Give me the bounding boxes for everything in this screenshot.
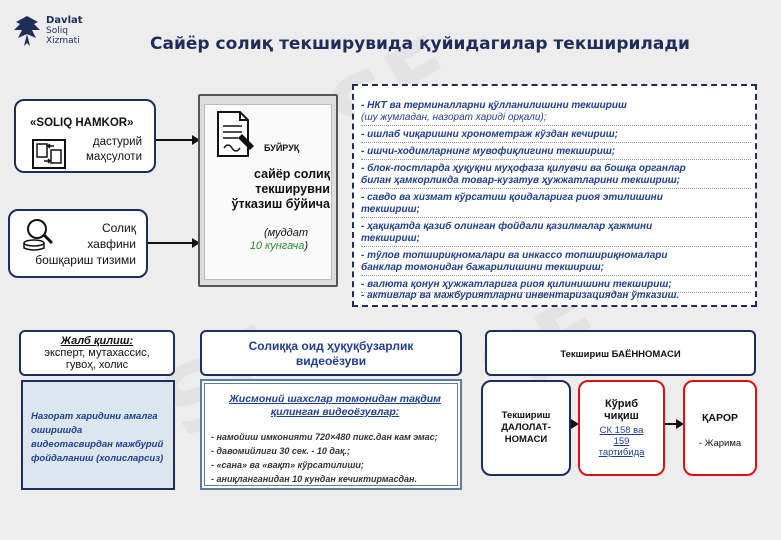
buyruq-text: сайёр солиқ текширувни ўтказиш бўйича xyxy=(208,167,330,212)
logo-text: Davlat Soliq Xizmati xyxy=(46,15,83,47)
file-transfer-icon xyxy=(32,139,66,169)
qaror-box: ҚАРОР - Жарима xyxy=(683,380,757,476)
divider xyxy=(361,217,751,218)
dalolat-line-1: Текшириш xyxy=(501,410,551,421)
checklist-item-cont: банклар томонидан бажарилишини текшириш; xyxy=(361,262,604,273)
muddat-close: ) xyxy=(304,240,308,252)
jalb-body-line: видеотасвирдан мажбурий xyxy=(31,439,164,450)
jalb-line-3: гувоҳ, холис xyxy=(65,359,129,371)
video-subheading: Жисмоний шахслар томонидан тақдим қилинг… xyxy=(211,393,459,419)
arrow-line xyxy=(156,139,193,141)
checklist-item: - блок-постларда ҳуқуқни муҳофаза қилувч… xyxy=(361,163,686,174)
checklist-item: - ҳақиқатда қазиб олинган фойдали қазилм… xyxy=(361,221,653,232)
divider xyxy=(361,292,751,293)
dalolatnoma-box: Текшириш ДАЛОЛАТ- НОМАСИ xyxy=(481,380,571,476)
buyruq-muddat: (муддат 10 кунгача) xyxy=(208,227,308,253)
korib-chiqish-box: Кўриб чиқиш СК 158 ва 159 тартибида xyxy=(578,380,665,476)
xavf-line-1: Солиқ xyxy=(101,221,136,235)
checklist-item-cont: билан ҳамкорликда товар-кузатув ҳужжатла… xyxy=(361,175,680,186)
video-subheading-line-1: Жисмоний шахслар томонидан тақдим xyxy=(229,393,441,405)
document-signature-icon xyxy=(217,111,254,157)
buyruq-line-1: сайёр солиқ xyxy=(254,167,330,181)
divider xyxy=(361,246,751,247)
hamkor-name: «SOLIQ HAMKOR» xyxy=(30,117,134,129)
logo: Davlat Soliq Xizmati xyxy=(10,12,100,56)
checklist-item: - ишлаб чиқаришни хронометраж кўздан кеч… xyxy=(361,129,618,140)
korib-link-3[interactable]: тартибида xyxy=(598,447,645,458)
korib-link[interactable]: СК 158 ва 159 тартибида xyxy=(580,425,663,458)
korib-line-1: Кўриб xyxy=(604,398,639,410)
hamkor-line-3: маҳсулоти xyxy=(86,151,142,163)
qaror-title: ҚАРОР xyxy=(701,412,739,424)
divider xyxy=(361,275,751,276)
jalb-body-line: фойдаланиш (холисларсиз) xyxy=(31,453,164,464)
buyruq-line-2: текширувни xyxy=(255,182,330,196)
jalb-header: Жалб қилиш: эксперт, мутахассис, гувоҳ, … xyxy=(19,330,175,376)
soliq-xavf-box: Солиқ хавфини бошқариш тизими xyxy=(8,209,148,278)
xavf-line-3: бошқариш тизими xyxy=(35,253,136,267)
divider xyxy=(361,159,751,160)
divider xyxy=(361,142,751,143)
logo-line-2: Soliq xyxy=(46,26,68,36)
checklist-item: - тўлов топшириқномалари ва инкассо топш… xyxy=(361,250,668,261)
video-item: - намойиш имконияти 720×480 пикс.дан кам… xyxy=(211,432,438,442)
eagle-logo-icon xyxy=(14,16,40,46)
muddat-days: 10 кунгача xyxy=(249,240,305,252)
jalb-title: Жалб қилиш: xyxy=(60,335,134,347)
bayonnoma-header: Текшириш БАЁННОМАСИ xyxy=(485,330,756,376)
checklist-item-cont: текшириш; xyxy=(361,204,420,215)
muddat-line-1: (муддат xyxy=(263,227,308,239)
video-header-line-2: видеоёзуви xyxy=(295,354,367,368)
logo-line-1: Davlat xyxy=(46,15,83,26)
korib-link-1[interactable]: СК 158 ва xyxy=(599,425,644,436)
buyruq-label: БУЙРУҚ xyxy=(264,143,300,153)
database-search-icon xyxy=(23,219,54,251)
dalolat-line-2: ДАЛОЛАТ- xyxy=(501,422,551,433)
divider xyxy=(361,188,751,189)
korib-link-2[interactable]: 159 xyxy=(613,436,630,447)
soliq-hamkor-box: «SOLIQ HAMKOR» дастурий маҳсулоти xyxy=(14,99,156,173)
arrow-right-icon xyxy=(676,419,684,429)
checklist-item: - активлар ва мажбуриятларни инвентариза… xyxy=(361,290,680,301)
arrow-line xyxy=(148,242,193,244)
checklist-item: - ишчи-ходимларнинг мувофиқлигини текшир… xyxy=(361,146,616,157)
qaror-body: - Жарима xyxy=(698,438,742,449)
checklist-item-cont: текшириш; xyxy=(361,233,420,244)
buyruq-line-3: ўтказиш бўйича xyxy=(231,197,330,211)
video-item: - аниқланганидан 10 кундан кечиктирмасда… xyxy=(211,474,417,484)
divider xyxy=(361,125,751,126)
video-body: Жисмоний шахслар томонидан тақдим қилинг… xyxy=(200,379,462,490)
hamkor-line-2: дастурий xyxy=(92,136,142,148)
logo-line-3: Xizmati xyxy=(46,36,80,46)
arrow-right-icon xyxy=(192,135,200,145)
video-header: Солиққа оид ҳуқуқбузарлик видеоёзуви xyxy=(200,330,462,376)
video-item: - давомийлиги 30 сек. - 10 дақ.; xyxy=(211,446,351,456)
checklist-item: - НКТ ва терминалларни қўлланилишини тек… xyxy=(361,100,627,111)
video-subheading-line-2: қилинган видеоёзувлар: xyxy=(270,406,400,418)
checklist-item-sub: (шу жумладан, назорат харидi орқали); xyxy=(361,112,547,123)
checklist-item: - савдо ва хизмат кўрсатиш қоидаларига р… xyxy=(361,192,663,203)
arrow-right-icon xyxy=(192,238,200,248)
jalb-body-line: оширишда xyxy=(31,425,83,436)
jalb-body: Назорат харидини амалга оширишда видеота… xyxy=(21,380,175,490)
checklist-box: - НКТ ва терминалларни қўлланилишини тек… xyxy=(352,84,757,307)
xavf-line-2: хавфини xyxy=(87,237,136,251)
dalolat-line-3: НОМАСИ xyxy=(504,434,548,445)
video-header-line-1: Солиққа оид ҳуқуқбузарлик xyxy=(248,339,414,353)
arrow-right-icon xyxy=(571,419,579,429)
jalb-body-line: Назорат харидини амалга xyxy=(31,411,158,422)
checklist-item: - валюта қонун ҳужжатларига риоя қилиниш… xyxy=(361,279,672,290)
page-title: Сайёр солиқ текширувида қуйидагилар текш… xyxy=(150,34,690,54)
video-item: - «сана» ва «вақт» кўрсатилиши; xyxy=(211,460,364,470)
arrow-line xyxy=(665,423,677,425)
jalb-line-2: эксперт, мутахассис, xyxy=(44,347,150,359)
korib-line-2: чиқиш xyxy=(604,410,639,422)
